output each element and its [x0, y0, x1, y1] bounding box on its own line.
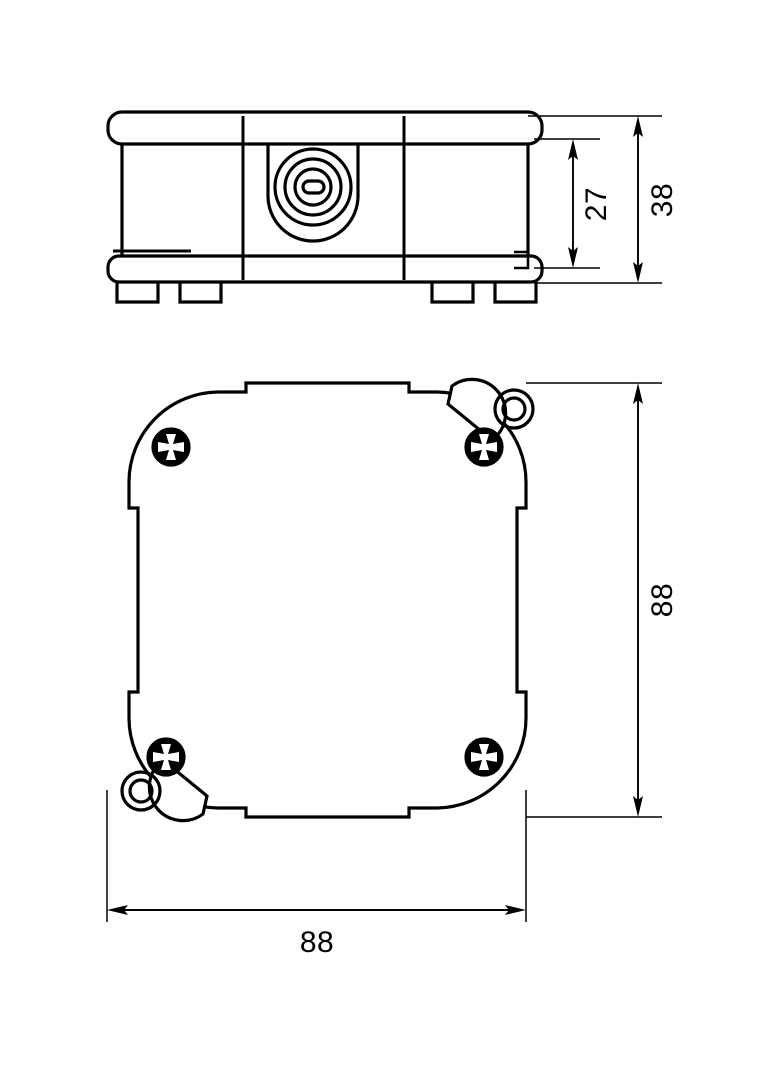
- dim-arrow-plan-width-right: [505, 905, 526, 915]
- dim-arrow-27-top: [568, 139, 578, 160]
- dim-label-plan-width: 88: [300, 926, 334, 959]
- dim-arrow-plan-height-bottom: [633, 796, 643, 817]
- dim-arrow-38-bottom: [633, 262, 643, 283]
- screw-bottom-left: [146, 737, 186, 777]
- dim-arrow-27-bottom: [568, 247, 578, 268]
- center-boss-ring-middle: [283, 157, 343, 217]
- center-boss-slot: [301, 179, 326, 195]
- dim-label-27: 27: [580, 187, 613, 221]
- side-view-foot-1: [115, 282, 160, 304]
- dim-label-38: 38: [646, 183, 679, 217]
- screw-top-left: [151, 427, 191, 467]
- side-view-foot-3: [430, 282, 475, 304]
- side-view-boss-pocket: [266, 144, 360, 243]
- center-boss-ring-inner: [293, 167, 333, 207]
- side-view-right-notch: [514, 250, 530, 270]
- screw-bottom-right: [464, 737, 504, 777]
- side-view-dimensions: 27 38: [528, 115, 679, 284]
- mounting-hole-top-right-inner: [501, 396, 527, 422]
- mounting-hole-top-right-outer: [493, 388, 535, 430]
- side-view-body: [120, 144, 530, 258]
- dim-arrow-plan-width-left: [107, 905, 128, 915]
- bottom-view-dimensions: 88 88: [106, 382, 679, 959]
- dim-label-plan-height: 88: [646, 583, 679, 617]
- dim-arrow-38-top: [633, 116, 643, 137]
- bottom-view-outline: [127, 381, 528, 819]
- side-view-foot-4: [493, 282, 538, 304]
- mounting-hole-bottom-left-outer: [120, 770, 162, 812]
- side-view-foot-2: [178, 282, 223, 304]
- center-boss-ring-outer: [273, 147, 353, 227]
- side-view-base-flange: [106, 254, 544, 284]
- screw-top-right: [464, 427, 504, 467]
- side-view-lid: [106, 110, 544, 146]
- mounting-hole-bottom-left-inner: [128, 778, 154, 804]
- dim-arrow-plan-height-top: [633, 383, 643, 404]
- side-view: [106, 110, 544, 304]
- bottom-view: [120, 377, 535, 823]
